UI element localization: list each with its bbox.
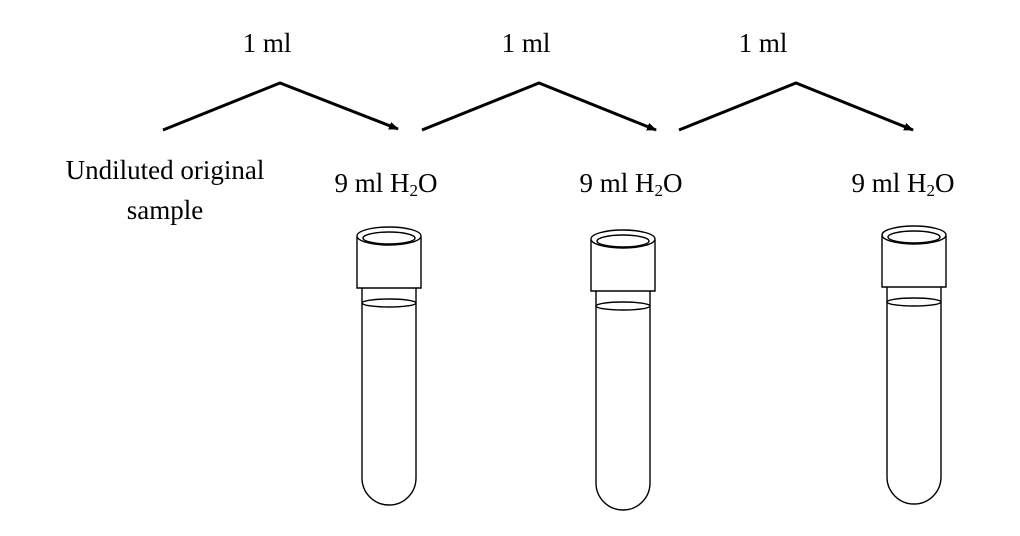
- tube-2-solvent-prefix: 9 ml H: [579, 168, 655, 198]
- tube-3-cap-band: [881, 236, 947, 288]
- tube-3-solvent-prefix: 9 ml H: [851, 168, 927, 198]
- tube-3-solvent-label: 9 ml H2O: [823, 168, 983, 200]
- tube-1-liquid-level: [361, 298, 417, 308]
- transfer-amount-label-2: 1 ml: [501, 28, 551, 58]
- tube-1-rim-inner: [362, 231, 416, 245]
- test-tube-2: [590, 229, 656, 511]
- tube-3-rim-outer: [881, 225, 947, 245]
- tube-2-liquid-level: [595, 301, 651, 311]
- tube-1-body: [361, 288, 417, 506]
- test-tube-3: [881, 225, 947, 505]
- tube-3-solvent-subscript: 2: [926, 181, 936, 200]
- tube-2-body: [595, 291, 651, 511]
- transfer-arrow-1: [162, 81, 399, 132]
- tube-3-rim-inner: [887, 230, 941, 244]
- tube-3-body: [886, 287, 942, 505]
- tube-3-solvent-suffix: O: [935, 168, 955, 198]
- tube-2-solvent-suffix: O: [663, 168, 683, 198]
- tube-2-cap-band: [590, 240, 656, 292]
- transfer-amount-label-1: 1 ml: [242, 28, 292, 58]
- tube-1-cap-band: [356, 237, 422, 289]
- transfer-arrow-2: [421, 81, 657, 132]
- original-sample-line-1: Undiluted original: [65, 155, 265, 185]
- transfer-arrow-3: [678, 81, 914, 132]
- test-tube-1: [356, 226, 422, 506]
- tube-2-solvent-label: 9 ml H2O: [551, 168, 711, 200]
- original-sample-line-2: sample: [126, 195, 204, 225]
- tube-1-rim-outer: [356, 226, 422, 246]
- tube-3-liquid-level: [886, 297, 942, 307]
- tube-2-solvent-subscript: 2: [654, 181, 664, 200]
- transfer-amount-label-3: 1 ml: [738, 28, 788, 58]
- tube-1-solvent-prefix: 9 ml H: [334, 168, 410, 198]
- original-sample-label: Undiluted original sample: [40, 150, 290, 230]
- tube-1-solvent-subscript: 2: [409, 181, 419, 200]
- tube-1-solvent-suffix: O: [418, 168, 438, 198]
- tube-2-rim-outer: [590, 229, 656, 249]
- tube-1-solvent-label: 9 ml H2O: [306, 168, 466, 200]
- tube-2-rim-inner: [596, 234, 650, 248]
